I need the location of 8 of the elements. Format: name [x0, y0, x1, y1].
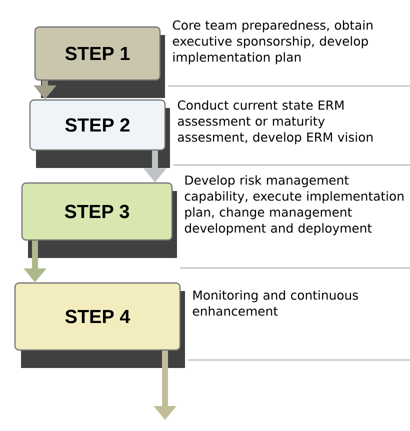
step-description: Conduct current state ERM assessment or maturity assesment, develop ERM vision — [178, 100, 372, 144]
step-description: Monitoring and continuous enhancement — [192, 290, 358, 316]
step-description: Develop risk management capability, execute implementation plan, change management development and deployment — [184, 175, 404, 236]
step-box: STEP 2 — [29, 99, 166, 151]
step-description: Core team preparedness, obtain executive sponsorship, develop implementation plan — [172, 20, 372, 64]
step-box: STEP 1 — [34, 26, 161, 81]
step-box: STEP 4 — [14, 282, 181, 351]
step-box: STEP 3 — [21, 182, 173, 241]
